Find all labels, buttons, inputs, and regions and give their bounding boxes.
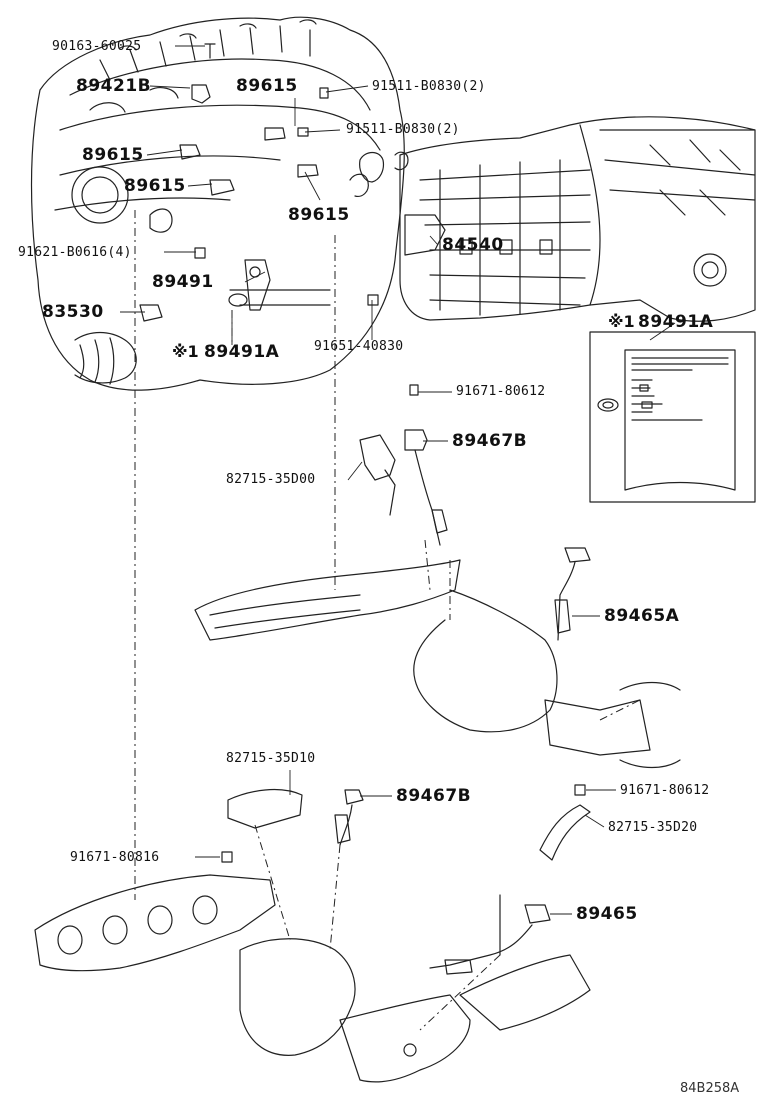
part-label-82715-35D00: 82715-35D00 [226, 472, 316, 487]
engine-sensors [139, 43, 446, 322]
part-label-91651-40830: 91651-40830 [314, 339, 404, 354]
part-label-82715-35D20: 82715-35D20 [608, 820, 698, 835]
part-label-83530: 83530 [42, 302, 104, 322]
insert-box [589, 331, 756, 503]
part-label-89491: 89491 [152, 272, 214, 292]
diagram-code: 84B258A [680, 1081, 740, 1096]
exhaust-middle [194, 559, 681, 769]
part-label-89467B-lower: 89467B [396, 786, 472, 806]
part-label-91671-80816: 91671-80816 [70, 850, 160, 865]
part-label-89465: 89465 [576, 904, 638, 924]
engine-illustration [30, 16, 409, 391]
part-label-91621-B0616: 91621-B0616(4) [18, 245, 132, 260]
part-label-91511-lower: 91511-B0830(2) [346, 122, 460, 137]
part-label-89491A-box: 89491A [638, 312, 714, 332]
part-label-89467B-upper: 89467B [452, 431, 528, 451]
part-label-89615-left: 89615 [82, 145, 144, 165]
part-label-89421B: 89421B [76, 76, 152, 96]
exhaust-bottom [34, 874, 591, 1083]
part-label-89615-mid: 89615 [124, 176, 186, 196]
transmission-illustration [399, 116, 756, 322]
note-marker-89491A: ※1 [172, 342, 199, 361]
part-label-82715-35D10: 82715-35D10 [226, 751, 316, 766]
part-label-89465A: 89465A [604, 606, 680, 626]
part-label-91511-upper: 91511-B0830(2) [372, 79, 486, 94]
part-label-90163-60025: 90163-60025 [52, 39, 142, 54]
part-label-89615-top: 89615 [236, 76, 298, 96]
note-marker-89491A-box: ※1 [608, 312, 635, 331]
part-label-91671-80612-lower: 91671-80612 [620, 783, 710, 798]
oxygen-sensors [221, 384, 591, 975]
part-label-89491A: 89491A [204, 342, 280, 362]
part-label-91671-80612-upper: 91671-80612 [456, 384, 546, 399]
part-label-89615-right: 89615 [288, 205, 350, 225]
part-label-84540: 84540 [442, 235, 504, 255]
